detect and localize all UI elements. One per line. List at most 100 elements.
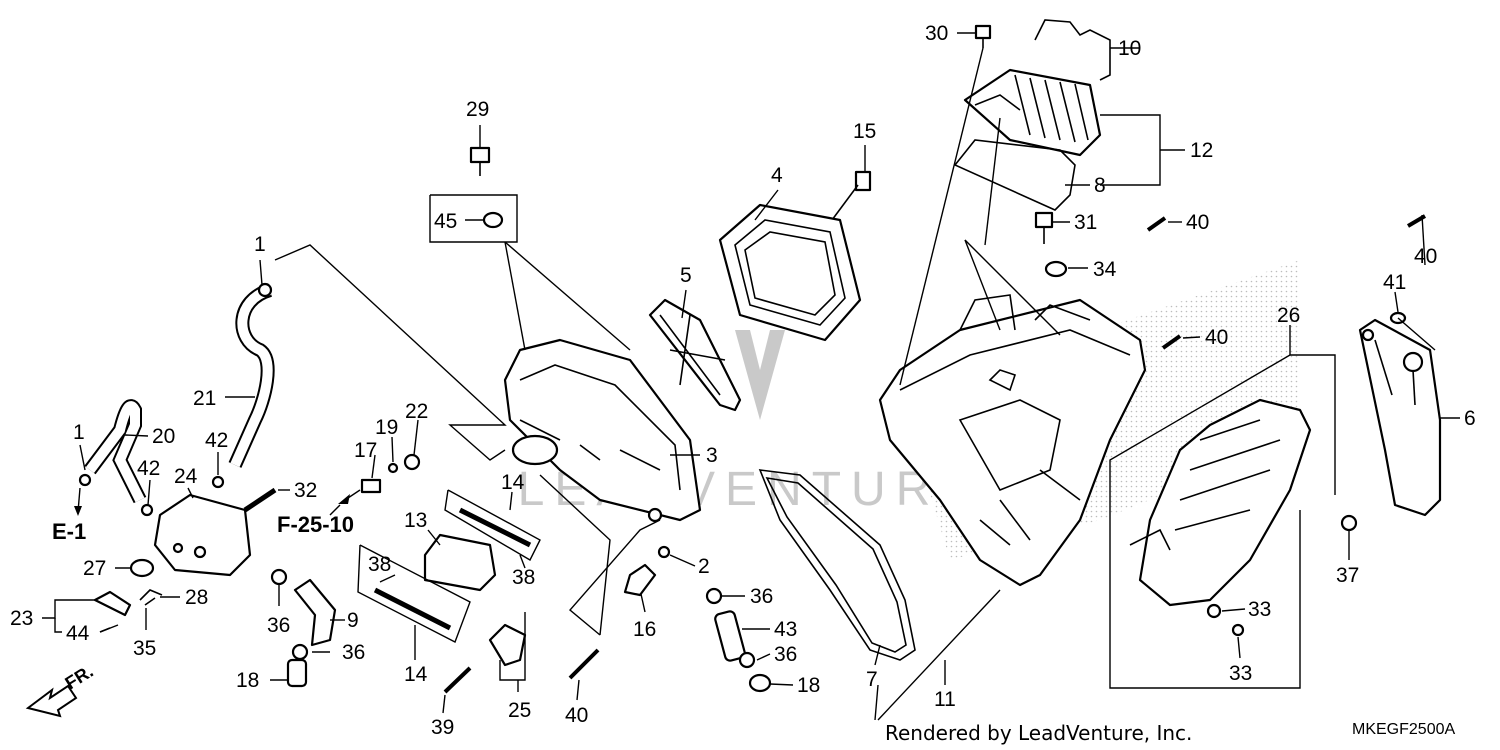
part-28-spring [139, 589, 163, 606]
ref-e-1: E-1 [52, 519, 86, 544]
label-36-a: 36 [267, 614, 290, 637]
drawing-code: MKEGF2500A [1352, 721, 1455, 738]
part-18-plug-right [748, 673, 772, 693]
part-24-chamber [153, 493, 252, 577]
part-9-drain [293, 578, 337, 647]
label-18-right: 18 [797, 674, 820, 697]
part-33-grommet-a [1206, 603, 1222, 619]
label-9: 9 [347, 609, 359, 632]
ref-f-25-10: F-25-10 [277, 512, 354, 537]
part-39-screw [443, 666, 472, 694]
label-34: 34 [1093, 258, 1117, 281]
label-11: 11 [934, 688, 956, 711]
label-33-a: 33 [1248, 598, 1271, 621]
label-29: 29 [466, 98, 489, 121]
part-33-grommet-b [1231, 623, 1245, 637]
label-2: 2 [698, 555, 710, 578]
label-45: 45 [434, 210, 457, 233]
part-14-upper [458, 507, 532, 548]
label-38-b: 38 [512, 566, 535, 589]
label-22: 22 [405, 400, 428, 423]
label-42-a: 42 [205, 429, 228, 452]
part-19-o-ring [387, 462, 399, 474]
callouts: 10 30 12 8 15 4 5 29 45 3 1 21 1 20 42 4… [10, 22, 1476, 739]
part-10-clip [1034, 19, 1111, 81]
label-33-b: 33 [1229, 662, 1252, 685]
watermark-logo [735, 330, 785, 420]
part-1-clip-top [257, 282, 273, 298]
label-42-b: 42 [137, 457, 160, 480]
part-32-bolt [243, 487, 277, 513]
front-arrow-icon [25, 684, 78, 718]
part-5-frame [648, 298, 742, 412]
part-27-seal [129, 558, 155, 578]
label-25: 25 [508, 699, 531, 722]
label-44: 44 [66, 622, 90, 645]
label-40-lower: 40 [565, 704, 588, 727]
label-16: 16 [633, 618, 656, 641]
rendered-by-credit: Rendered by LeadVenture, Inc. [885, 721, 1192, 745]
label-17: 17 [354, 439, 377, 462]
part-drawings [78, 19, 1442, 694]
part-25-valve [488, 623, 527, 667]
part-1-clip-left [78, 473, 92, 487]
label-4: 4 [771, 164, 783, 187]
part-40-screw-lower [568, 648, 600, 680]
label-28: 28 [185, 586, 208, 609]
label-26: 26 [1277, 304, 1300, 327]
part-13-bracket [423, 533, 497, 592]
label-20: 20 [152, 425, 175, 448]
part-43-tube [714, 610, 746, 662]
part-11-airbox [878, 294, 1147, 587]
part-14-lower [373, 587, 452, 631]
label-10: 10 [1118, 37, 1141, 60]
part-15-screw [831, 170, 872, 221]
label-19: 19 [375, 416, 398, 439]
label-21: 21 [193, 387, 216, 410]
part-21-tube [230, 285, 273, 468]
label-41: 41 [1383, 271, 1406, 294]
label-6: 6 [1464, 407, 1476, 430]
label-43: 43 [774, 618, 797, 641]
part-42-clamp-a [211, 475, 225, 489]
label-1-left: 1 [73, 421, 85, 444]
part-37-grommet [1340, 514, 1358, 532]
part-30-bolt [974, 24, 992, 48]
part-36-clamp-c [705, 587, 723, 605]
part-4-air-filter [718, 203, 862, 342]
part-17-joint [360, 478, 382, 494]
label-14-b: 14 [404, 663, 428, 686]
part-6-side-panel [1358, 318, 1442, 517]
part-31-bolt [1034, 211, 1054, 244]
part-36-clamp-d [738, 651, 756, 669]
label-37: 37 [1336, 564, 1359, 587]
label-14-a: 14 [501, 471, 525, 494]
label-32: 32 [294, 479, 317, 502]
label-1-top: 1 [254, 233, 266, 256]
label-36-c: 36 [750, 585, 773, 608]
part-8-gasket [953, 139, 1076, 211]
label-30: 30 [925, 22, 948, 45]
label-7: 7 [866, 668, 878, 691]
label-38-a: 38 [368, 553, 391, 576]
label-40-b: 40 [1205, 326, 1228, 349]
part-7-gasket [758, 469, 916, 661]
label-27: 27 [83, 557, 106, 580]
part-34-washer [1044, 260, 1068, 278]
part-16-clip [623, 563, 657, 597]
part-29-bolt [469, 146, 491, 176]
part-26-side-cover [1129, 398, 1312, 607]
label-3: 3 [706, 444, 718, 467]
part-7-gasket-inner [765, 476, 907, 653]
label-12: 12 [1190, 139, 1213, 162]
label-35: 35 [133, 637, 156, 660]
label-31: 31 [1074, 211, 1097, 234]
part-3-air-cleaner-case [503, 338, 702, 523]
part-18-plug-left [286, 658, 308, 688]
part-12-cover [963, 68, 1102, 157]
part-36-clamp-a [270, 568, 288, 586]
part-45-grommet [482, 211, 504, 229]
part-42-clamp-b [140, 503, 154, 517]
label-36-b: 36 [342, 641, 365, 664]
